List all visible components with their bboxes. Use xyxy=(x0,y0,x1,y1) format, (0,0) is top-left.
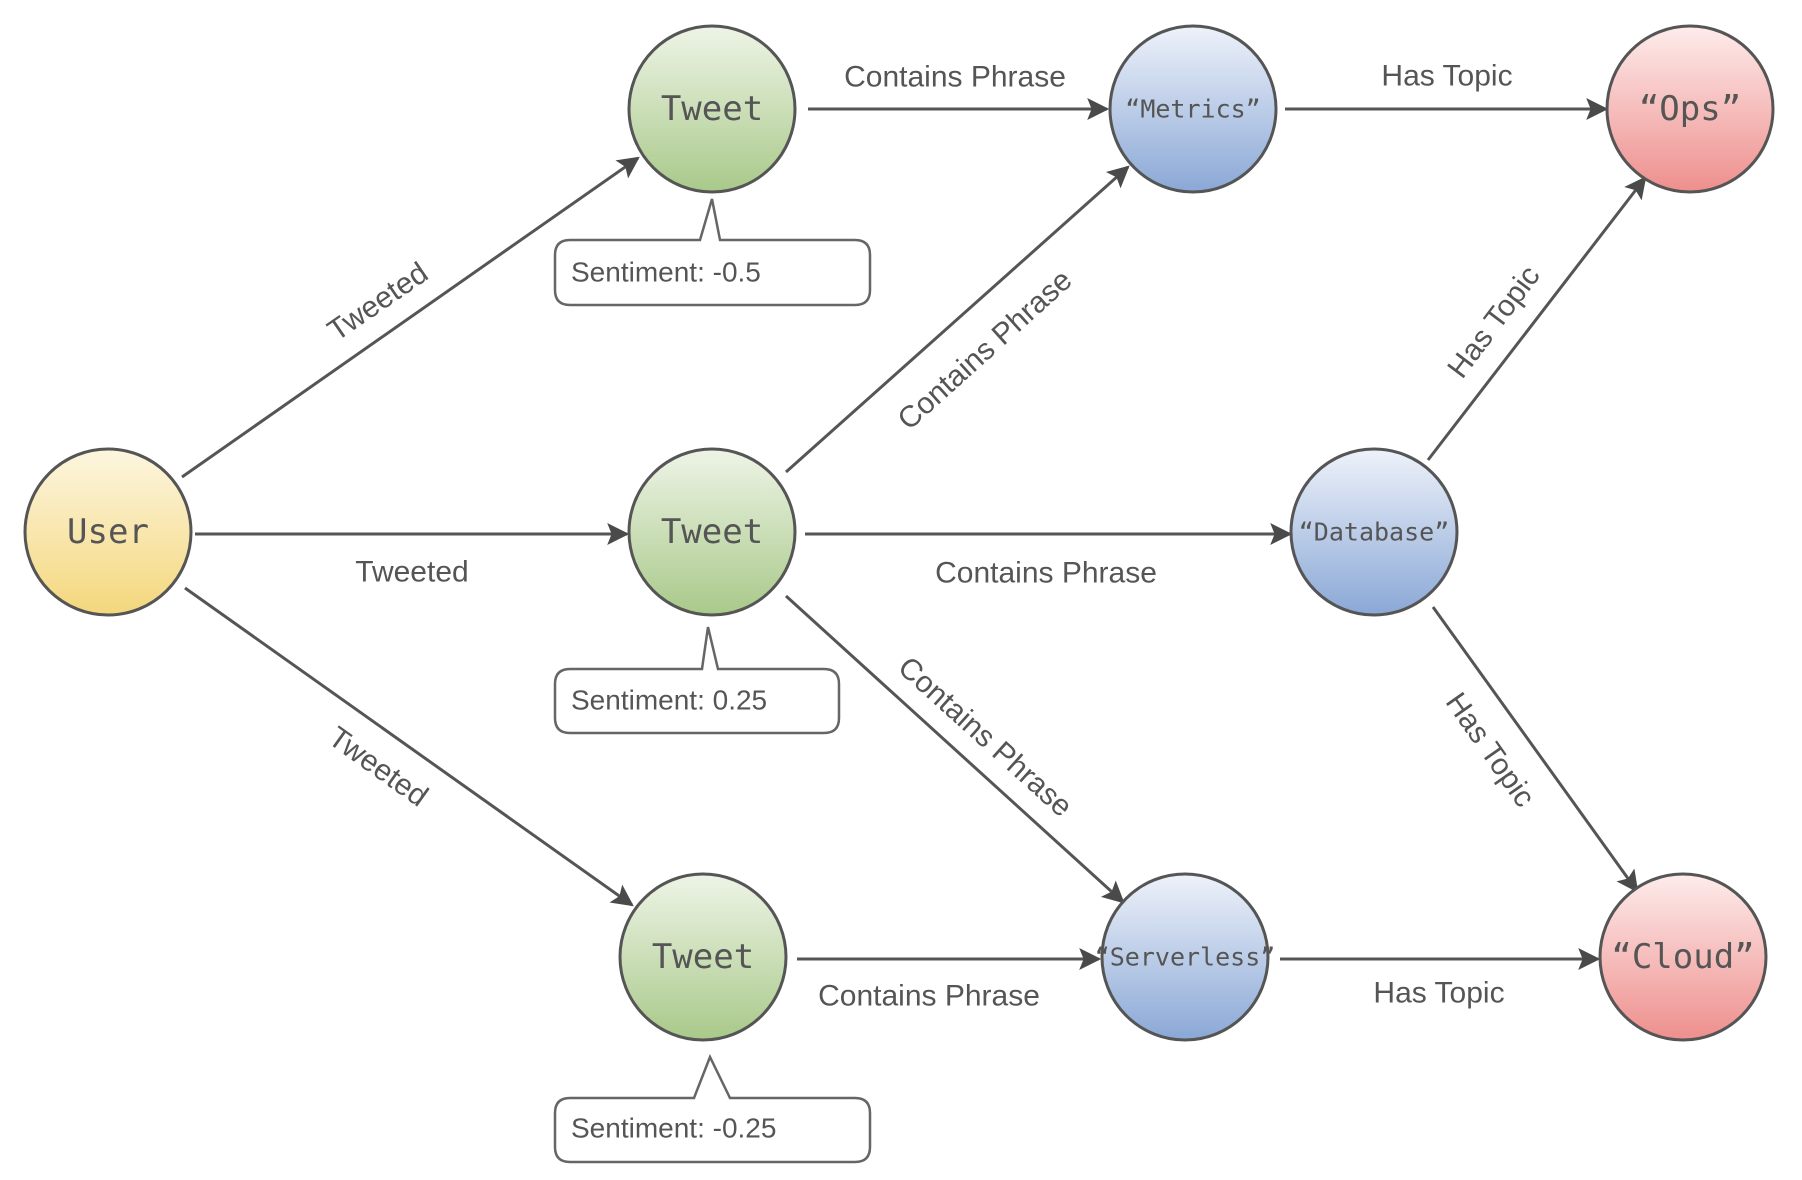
sentiment-text-mid: Sentiment: 0.25 xyxy=(571,685,767,716)
node-label-tweet-mid: Tweet xyxy=(661,512,763,552)
edge-label-tweet-mid-serverless: Contains Phrase xyxy=(892,651,1079,824)
sentiment-callout-top: Sentiment: -0.5 xyxy=(553,198,872,307)
edge-label-user-tweet-bot: Tweeted xyxy=(322,721,434,814)
callouts: Sentiment: -0.5 Sentiment: 0.25 Sentimen… xyxy=(553,198,872,1164)
edge-label-serverless-cloud: Has Topic xyxy=(1373,977,1504,1010)
edge-label-tweet-mid-database: Contains Phrase xyxy=(935,557,1157,590)
sentiment-text-top: Sentiment: -0.5 xyxy=(571,257,761,288)
edge-label-database-ops: Has Topic xyxy=(1441,260,1546,385)
edge-user-tweet-bot xyxy=(184,586,634,907)
node-label-tweet-top: Tweet xyxy=(661,89,763,129)
edge-label-user-tweet-mid: Tweeted xyxy=(355,556,468,589)
node-label-user: User xyxy=(67,512,149,552)
edge-label-tweet-bot-serverless: Contains Phrase xyxy=(818,980,1040,1013)
edge-label-database-cloud: Has Topic xyxy=(1439,687,1541,813)
edges xyxy=(181,98,1647,970)
node-label-serverless: “Serverless” xyxy=(1095,943,1276,972)
edge-label-user-tweet-top: Tweeted xyxy=(322,256,434,347)
node-phrase-serverless[interactable]: “Serverless” xyxy=(1095,872,1276,1042)
node-topic-cloud[interactable]: “Cloud” xyxy=(1598,872,1768,1042)
edge-label-metrics-ops: Has Topic xyxy=(1381,60,1512,93)
edge-database-ops xyxy=(1426,176,1647,461)
node-label-metrics: “Metrics” xyxy=(1125,95,1260,124)
node-label-database: “Database” xyxy=(1299,518,1450,547)
sentiment-callout-bot: Sentiment: -0.25 xyxy=(553,1053,872,1164)
node-phrase-metrics[interactable]: “Metrics” xyxy=(1108,24,1278,194)
edge-tweet-mid-metrics xyxy=(785,165,1130,474)
node-tweet-top[interactable]: Tweet xyxy=(627,24,797,194)
edge-tweet-mid-serverless xyxy=(784,594,1125,904)
edge-label-tweet-top-metrics: Contains Phrase xyxy=(844,61,1066,94)
node-tweet-mid[interactable]: Tweet xyxy=(627,447,797,617)
node-phrase-database[interactable]: “Database” xyxy=(1289,447,1459,617)
sentiment-text-bot: Sentiment: -0.25 xyxy=(571,1113,776,1144)
node-topic-ops[interactable]: “Ops” xyxy=(1605,24,1775,194)
node-tweet-bot[interactable]: Tweet xyxy=(618,872,788,1042)
sentiment-callout-mid: Sentiment: 0.25 xyxy=(553,626,841,735)
edge-database-cloud xyxy=(1431,606,1639,893)
node-user[interactable]: User xyxy=(23,447,193,617)
edge-label-tweet-mid-metrics: Contains Phrase xyxy=(892,264,1079,437)
node-label-tweet-bot: Tweet xyxy=(652,937,754,977)
edge-user-tweet-top xyxy=(181,156,640,479)
nodes: User Tweet Tweet Tweet “Metrics” “Databa… xyxy=(23,24,1775,1042)
node-label-cloud: “Cloud” xyxy=(1611,937,1754,977)
node-label-ops: “Ops” xyxy=(1639,89,1741,129)
